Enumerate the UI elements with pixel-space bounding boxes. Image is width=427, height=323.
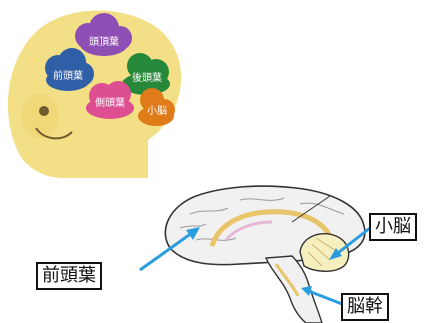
lobe-parietal: 頭頂葉 [75,13,132,56]
lobe-frontal: 前頭葉 [45,48,94,91]
lobe-occipital: 後頭葉 [122,53,170,95]
lobe-label-occipital: 後頭葉 [132,71,162,84]
lobe-label-cerebellum: 小脳 [147,105,167,117]
lobe-label-parietal: 頭頂葉 [89,35,119,48]
arrow-cerebellum [333,226,371,258]
brain-cross-section [164,185,366,323]
cartoon-head: 頭頂葉 前頭葉 後頭葉 側頭葉 小脳 [7,10,182,178]
arrow-frontal [139,228,197,272]
ear [21,94,73,140]
lobe-label-frontal: 前頭葉 [53,69,83,82]
lobe-temporal: 側頭葉 [86,81,134,119]
arrows [139,226,371,306]
label-cerebellum: 小脳 [369,213,417,241]
lobe-cerebellum: 小脳 [138,88,175,126]
lobe-label-temporal: 側頭葉 [95,96,125,109]
arrow-brainstem [305,288,343,306]
label-brainstem: 脳幹 [341,293,389,321]
label-frontal-lobe: 前頭葉 [36,262,102,290]
